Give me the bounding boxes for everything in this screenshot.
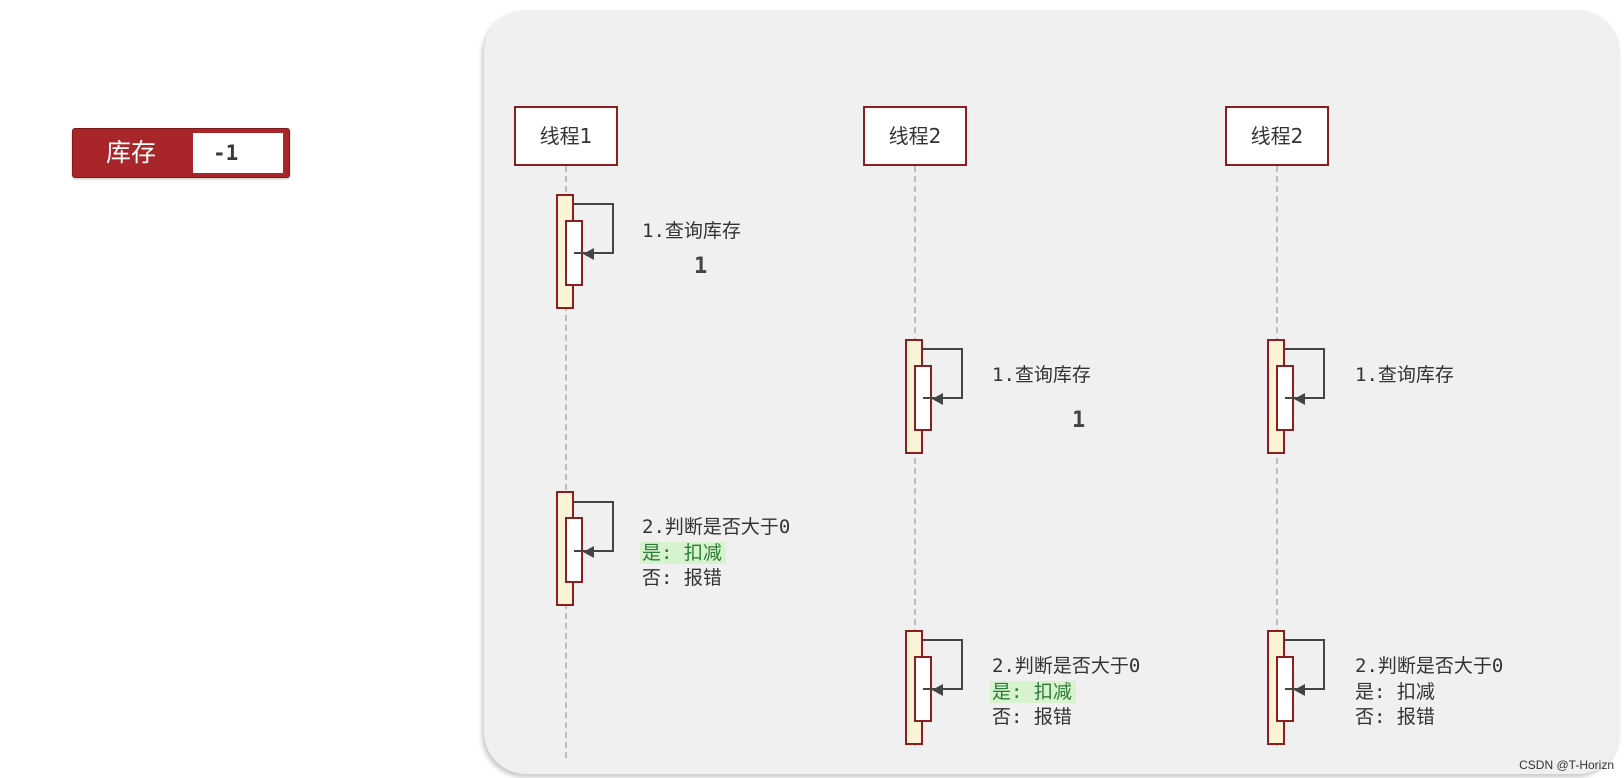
thread-1-query-self-message — [574, 203, 614, 254]
thread-1-no-label: 否: 报错 — [642, 567, 722, 589]
arrowhead-icon — [583, 248, 594, 260]
arrowhead-icon — [932, 684, 943, 696]
thread-3-lifeline — [1276, 166, 1278, 746]
thread-1-query-label: 1.查询库存 — [642, 220, 741, 242]
thread-1-yes-label: 是: 扣减 — [640, 540, 726, 566]
thread-2-query-self-message — [923, 348, 963, 399]
thread-2-judge-self-message — [923, 639, 963, 690]
thread-3-query-label: 1.查询库存 — [1355, 364, 1454, 386]
thread-3-query-self-message — [1285, 348, 1325, 399]
thread-1-query-result: 1 — [694, 254, 708, 279]
thread-3-head: 线程2 — [1225, 106, 1329, 166]
thread-3-no-label: 否: 报错 — [1355, 706, 1435, 728]
thread-3-yes-label: 是: 扣减 — [1355, 681, 1435, 703]
thread-2-query-result: 1 — [1072, 408, 1086, 433]
thread-3-judge-self-message — [1285, 639, 1325, 690]
thread-2-head: 线程2 — [863, 106, 967, 166]
thread-3-judge-label: 2.判断是否大于0 — [1355, 655, 1504, 677]
thread-1-yes-highlight: 是: 扣减 — [640, 542, 726, 564]
arrowhead-icon — [1294, 393, 1305, 405]
thread-2-no-label: 否: 报错 — [992, 706, 1072, 728]
watermark: CSDN @T-Horizn — [1519, 758, 1614, 772]
thread-1-judge-self-message — [574, 501, 614, 552]
thread-2-judge-label: 2.判断是否大于0 — [992, 655, 1141, 677]
stock-label: 库存 — [105, 138, 156, 167]
stock-indicator: 库存 -1 — [72, 128, 290, 178]
arrowhead-icon — [583, 546, 594, 558]
arrowhead-icon — [1294, 684, 1305, 696]
arrowhead-icon — [932, 393, 943, 405]
thread-1-head: 线程1 — [514, 106, 618, 166]
thread-2-yes-highlight: 是: 扣减 — [990, 681, 1076, 703]
thread-2-lifeline — [914, 166, 916, 746]
thread-2-yes-label: 是: 扣减 — [990, 679, 1076, 705]
stock-value: -1 — [193, 133, 283, 173]
thread-1-judge-label: 2.判断是否大于0 — [642, 516, 791, 538]
thread-2-query-label: 1.查询库存 — [992, 364, 1091, 386]
thread-1-lifeline — [565, 166, 567, 758]
sequence-diagram-panel: 线程1 线程2 线程2 1.查询库存 1 2.判断是否大于0 是: 扣减 否: … — [484, 10, 1620, 774]
